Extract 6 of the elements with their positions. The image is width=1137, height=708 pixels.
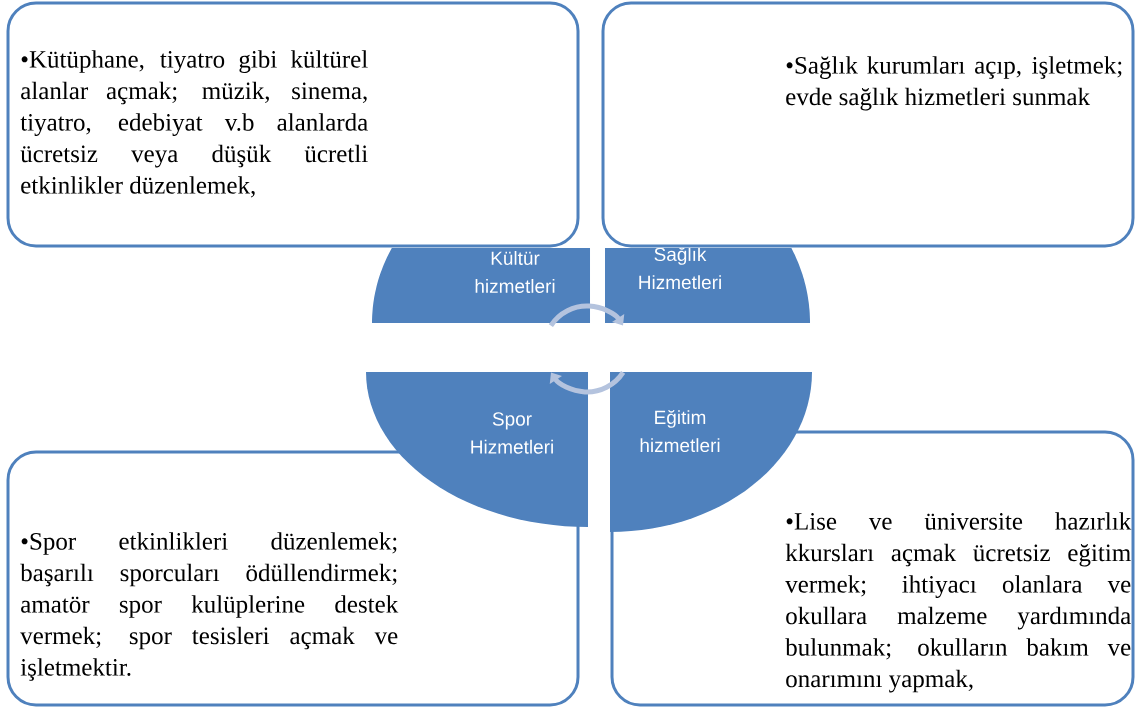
node-label: Sağlık Hizmetleri <box>639 246 721 290</box>
text-box: •Kütüphane, tiyatro gibi kültürel alanlar açmak; müzik, sinema, tiyatro, edebiyat v.b alanlarda ücretsiz veya düşük ücretli etkinlikler düzenlemek, <box>6 1 580 248</box>
curved-arrow <box>548 303 625 328</box>
node-label: Kültür hizmetleri <box>475 251 555 293</box>
curved-arrow <box>549 370 626 395</box>
text-box: •Sağlık kurumları açıp, işletmek; evde sağlık hizmetleri sunmak <box>601 1 1135 248</box>
